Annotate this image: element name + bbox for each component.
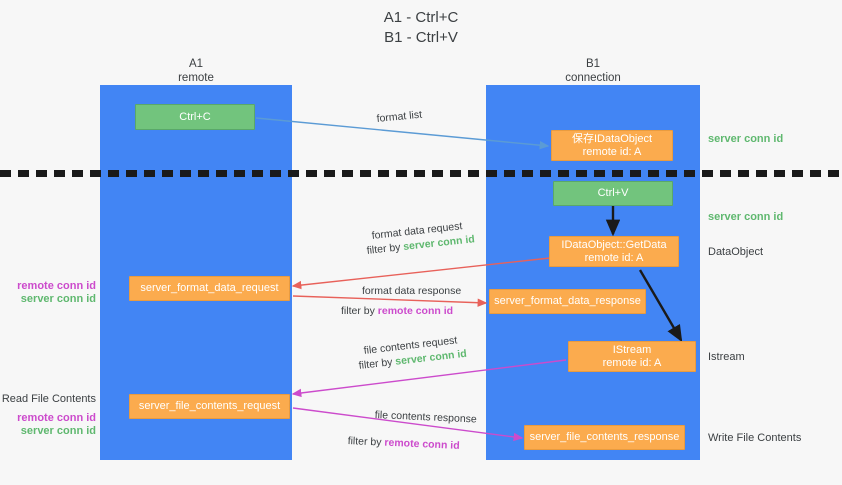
- node-ctrl-c[interactable]: Ctrl+C: [135, 104, 255, 130]
- node-server-format-data-response[interactable]: server_format_data_response: [489, 289, 646, 314]
- annotation-dataobject: DataObject: [708, 246, 764, 258]
- phase-divider: [0, 170, 842, 177]
- node-server-file-contents-request[interactable]: server_file_contents_request: [129, 394, 290, 419]
- filter-prefix-2: filter by: [341, 305, 378, 317]
- filter-value-remote-conn-id-1: remote conn id: [377, 305, 454, 317]
- filter-value-remote-conn-id-2: remote conn id: [384, 436, 460, 452]
- lane-header-b1: B1 connection: [565, 58, 621, 84]
- annotation-server-conn-id-top: server conn id: [708, 133, 784, 145]
- annotation-server-conn-id-2: server conn id: [20, 425, 96, 437]
- edge-label-file-contents-response: file contents response: [374, 408, 478, 426]
- edge-label-format-list: format list: [376, 108, 423, 125]
- annotation-read-file-contents: Read File Contents: [1, 393, 96, 405]
- annotation-write-file-contents: Write File Contents: [708, 432, 802, 444]
- annotation-istream: Istream: [708, 351, 745, 363]
- page-title: A1 - Ctrl+C B1 - Ctrl+V: [383, 9, 459, 46]
- edge-label-format-data-response-filter: filter by remote conn id: [341, 304, 453, 318]
- node-server-format-data-request[interactable]: server_format_data_request: [129, 276, 290, 301]
- node-ctrl-v[interactable]: Ctrl+V: [553, 181, 673, 206]
- node-istream[interactable]: IStream remote id: A: [568, 341, 696, 372]
- edge-label-file-contents-response-filter: filter by remote conn id: [347, 434, 460, 453]
- annotation-server-conn-id-second: server conn id: [708, 211, 784, 223]
- node-save-idataobject[interactable]: 保存IDataObject remote id: A: [551, 130, 673, 161]
- filter-prefix-3: filter by: [358, 355, 397, 372]
- filter-prefix-1: filter by: [366, 241, 404, 257]
- lane-header-a1: A1 remote: [178, 58, 214, 84]
- annotation-remote-conn-id-2: remote conn id: [17, 412, 96, 424]
- annotation-server-conn-id-1: server conn id: [20, 293, 96, 305]
- filter-prefix-4: filter by: [347, 434, 385, 449]
- node-idataobject-getdata[interactable]: IDataObject::GetData remote id: A: [549, 236, 679, 267]
- edge-label-format-data-response: format data response: [362, 285, 462, 297]
- annotation-remote-conn-id-1: remote conn id: [17, 280, 96, 292]
- node-server-file-contents-response[interactable]: server_file_contents_response: [524, 425, 685, 450]
